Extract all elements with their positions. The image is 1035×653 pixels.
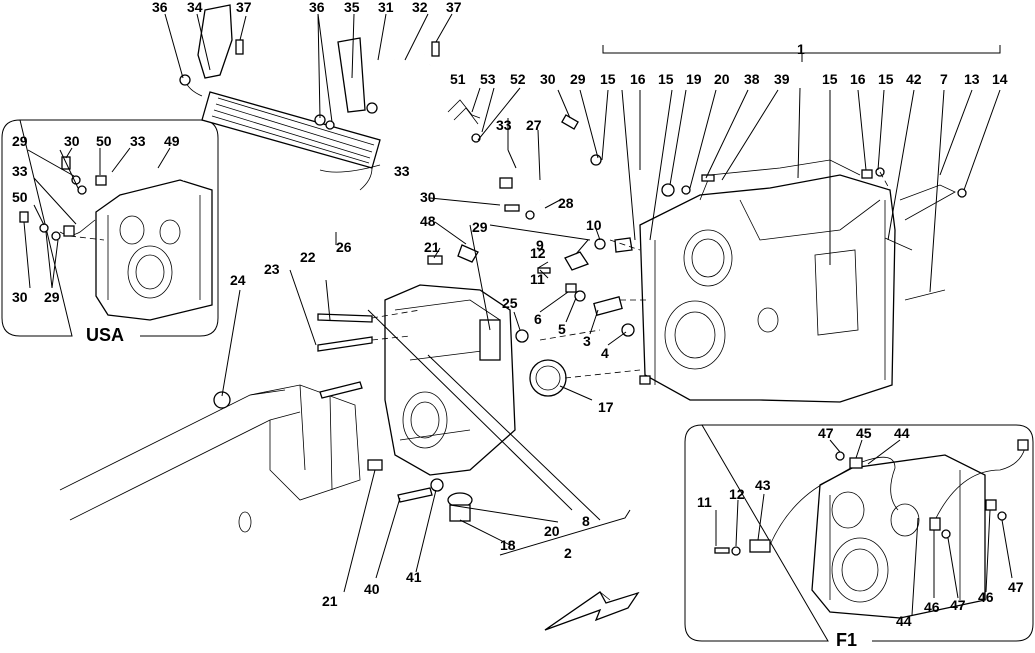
f1-inset-title: F1 bbox=[836, 630, 857, 648]
usa-label-30b: 30 bbox=[12, 289, 28, 305]
label-3: 3 bbox=[583, 333, 591, 349]
label-25: 25 bbox=[502, 295, 518, 311]
label-32: 32 bbox=[412, 0, 428, 15]
label-11a: 11 bbox=[530, 271, 545, 287]
label-16b: 16 bbox=[850, 71, 866, 87]
label-10: 10 bbox=[586, 217, 602, 233]
label-24: 24 bbox=[230, 272, 246, 288]
label-30b: 30 bbox=[420, 189, 436, 205]
label-36a: 36 bbox=[152, 0, 168, 15]
label-1: 1 bbox=[797, 41, 805, 57]
label-15a: 15 bbox=[600, 71, 616, 87]
f1-label-12: 12 bbox=[729, 486, 745, 502]
label-40: 40 bbox=[364, 581, 380, 597]
label-15d: 15 bbox=[878, 71, 894, 87]
label-37b: 37 bbox=[446, 0, 462, 15]
f1-inset: 47 45 44 11 12 43 44 46 47 46 47 F1 bbox=[684, 424, 1034, 650]
label-37a: 37 bbox=[236, 0, 252, 15]
label-2: 2 bbox=[564, 545, 572, 561]
f1-label-44b: 44 bbox=[896, 613, 912, 629]
f1-label-47a: 47 bbox=[818, 425, 834, 441]
label-39: 39 bbox=[774, 71, 790, 87]
f1-label-46a: 46 bbox=[924, 599, 940, 615]
label-15b: 15 bbox=[658, 71, 674, 87]
main-assembly: 36 34 37 36 35 31 32 37 1 51 53 52 30 29… bbox=[59, 0, 1008, 631]
label-7: 7 bbox=[940, 71, 948, 87]
usa-inset: 29 30 50 33 49 33 50 30 29 USA bbox=[1, 119, 219, 345]
label-26: 26 bbox=[336, 239, 352, 255]
usa-label-30a: 30 bbox=[64, 133, 80, 149]
f1-label-46b: 46 bbox=[978, 589, 994, 605]
f1-label-11: 11 bbox=[697, 494, 712, 510]
label-4: 4 bbox=[601, 345, 609, 361]
label-29a: 29 bbox=[570, 71, 586, 87]
label-20a: 20 bbox=[714, 71, 730, 87]
label-9: 9 bbox=[536, 237, 544, 253]
usa-inset-title: USA bbox=[86, 325, 124, 345]
f1-label-44a: 44 bbox=[894, 425, 910, 441]
label-53: 53 bbox=[480, 71, 496, 87]
label-20b: 20 bbox=[544, 523, 560, 539]
label-52: 52 bbox=[510, 71, 526, 87]
label-42: 42 bbox=[906, 71, 922, 87]
usa-label-29b: 29 bbox=[44, 289, 60, 305]
label-21a: 21 bbox=[424, 239, 440, 255]
label-35: 35 bbox=[344, 0, 360, 15]
label-34: 34 bbox=[187, 0, 203, 15]
label-41: 41 bbox=[406, 569, 422, 585]
label-27: 27 bbox=[526, 117, 542, 133]
label-30a: 30 bbox=[540, 71, 556, 87]
label-15c: 15 bbox=[822, 71, 838, 87]
label-6: 6 bbox=[534, 311, 542, 327]
label-21b: 21 bbox=[322, 593, 338, 609]
f1-label-43: 43 bbox=[755, 477, 771, 493]
label-14: 14 bbox=[992, 71, 1008, 87]
label-23: 23 bbox=[264, 261, 280, 277]
label-38: 38 bbox=[744, 71, 760, 87]
f1-label-47c: 47 bbox=[1008, 579, 1024, 595]
label-8: 8 bbox=[582, 513, 590, 529]
label-13: 13 bbox=[964, 71, 980, 87]
label-16a: 16 bbox=[630, 71, 646, 87]
usa-label-33b: 33 bbox=[12, 163, 28, 179]
label-51: 51 bbox=[450, 71, 466, 87]
label-31: 31 bbox=[378, 0, 394, 15]
usa-label-33a: 33 bbox=[130, 133, 146, 149]
label-18: 18 bbox=[500, 537, 516, 553]
label-36b: 36 bbox=[309, 0, 325, 15]
label-28: 28 bbox=[558, 195, 574, 211]
label-5: 5 bbox=[558, 321, 566, 337]
usa-label-50a: 50 bbox=[96, 133, 112, 149]
label-29b: 29 bbox=[472, 219, 488, 235]
usa-label-49: 49 bbox=[164, 133, 180, 149]
label-33a: 33 bbox=[496, 117, 512, 133]
usa-label-29a: 29 bbox=[12, 133, 28, 149]
label-12a: 12 bbox=[530, 245, 546, 261]
label-22: 22 bbox=[300, 249, 316, 265]
label-48: 48 bbox=[420, 213, 436, 229]
f1-label-47b: 47 bbox=[950, 597, 966, 613]
label-33b: 33 bbox=[394, 163, 410, 179]
label-19: 19 bbox=[686, 71, 702, 87]
label-17: 17 bbox=[598, 399, 614, 415]
usa-label-50b: 50 bbox=[12, 189, 28, 205]
f1-label-45: 45 bbox=[856, 425, 872, 441]
